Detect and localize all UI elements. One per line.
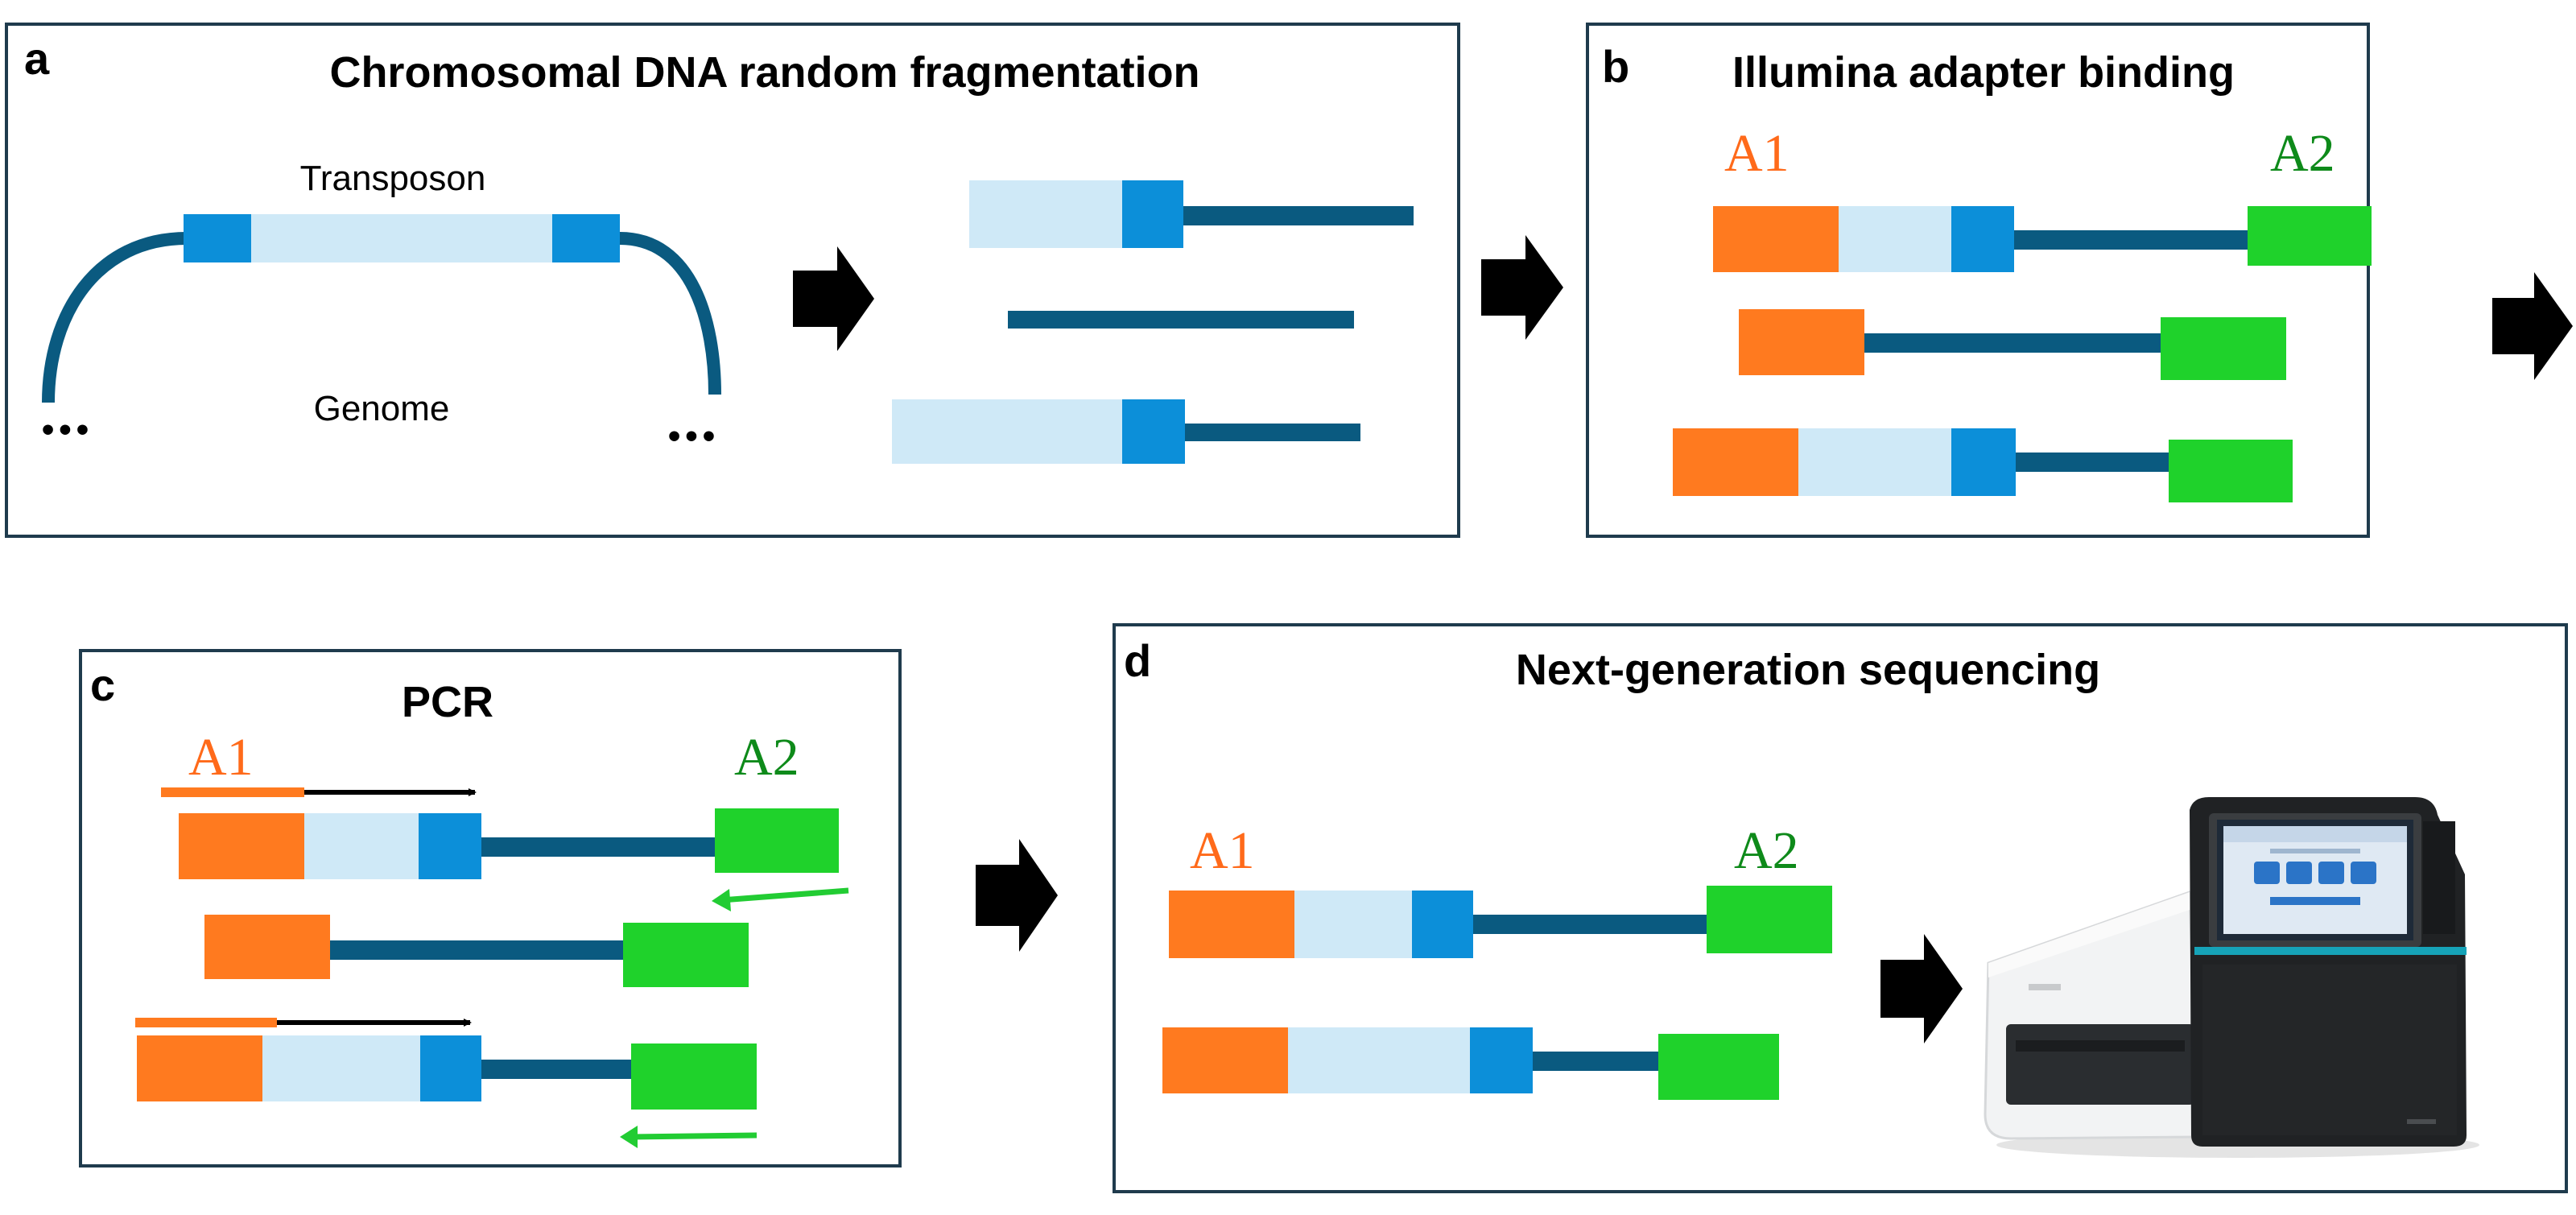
transposon-end-right — [552, 214, 620, 262]
reverse-primer-a2-arrow-3 — [630, 1132, 758, 1140]
panel-d-title: Next-generation sequencing — [1516, 646, 2100, 694]
sequencer-icon — [1984, 797, 2479, 1158]
ellipsis-right: ••• — [668, 416, 720, 456]
pcr-fragment-2 — [204, 915, 749, 987]
genome-label: Genome — [314, 389, 450, 428]
pcr-fragment-3 — [137, 1035, 757, 1110]
panel-a-letter: a — [24, 33, 50, 84]
fragment-1 — [969, 180, 1414, 248]
panel-a-title: Chromosomal DNA random fragmentation — [329, 48, 1199, 97]
adapter-fragment-1 — [1713, 206, 2372, 272]
panel-c: c PCR A1 A2 — [79, 649, 902, 1167]
panel-d-a1-label: A1 — [1190, 821, 1255, 880]
fragment-2 — [1008, 311, 1354, 329]
forward-primer-a1-bar-3 — [135, 1018, 277, 1027]
sequencing-fragment-1 — [1169, 886, 1832, 958]
step-arrow-a-to-b — [1481, 235, 1563, 340]
reverse-primer-a2-head-3 — [620, 1126, 638, 1148]
panel-b: b Illumina adapter binding A1 A2 — [1586, 23, 2372, 538]
ellipsis-left: ••• — [42, 410, 93, 449]
sequencing-fragment-2 — [1162, 1027, 1779, 1100]
panel-a: a Chromosomal DNA random fragmentation T… — [5, 23, 1460, 538]
panel-c-letter: c — [90, 659, 115, 710]
panel-c-a1-label: A1 — [188, 728, 254, 787]
panel-b-title: Illumina adapter binding — [1732, 48, 2235, 97]
fragment-3 — [892, 399, 1360, 464]
step-arrow-d-inner — [1880, 934, 1963, 1043]
step-arrow-b-to-c — [2492, 272, 2573, 380]
transposon-body — [251, 214, 552, 262]
adapter-fragment-3 — [1673, 428, 2293, 502]
panel-d-a2-label: A2 — [1734, 821, 1799, 880]
step-arrow-c-to-d — [976, 839, 1058, 952]
genome-arc-left — [42, 232, 188, 403]
panel-d: d Next-generation sequencing A1 A2 — [1113, 623, 2568, 1193]
pcr-fragment-1 — [179, 808, 839, 879]
adapter-fragment-2 — [1739, 309, 2286, 380]
transposon-label: Transposon — [300, 159, 486, 198]
genome-arc-right — [619, 232, 721, 395]
panel-d-letter: d — [1124, 635, 1151, 686]
panel-b-letter: b — [1602, 41, 1629, 92]
panel-c-a2-label: A2 — [734, 728, 799, 787]
panel-b-a1-label: A1 — [1724, 124, 1790, 183]
step-arrow-a-inner — [793, 246, 874, 351]
panel-c-title: PCR — [402, 678, 493, 726]
reverse-primer-a2-arrow-1 — [720, 887, 849, 903]
forward-primer-a1-bar-1 — [161, 787, 304, 797]
reverse-primer-a2-head-1 — [712, 889, 731, 911]
panel-a-frame — [5, 23, 1460, 538]
panel-b-a2-label: A2 — [2270, 124, 2335, 183]
transposon-end-left — [184, 214, 251, 262]
